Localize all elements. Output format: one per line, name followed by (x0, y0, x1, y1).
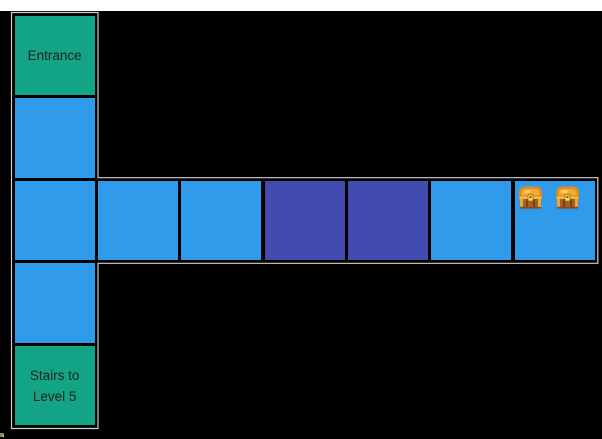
treasure-chest-icon (555, 186, 579, 209)
artifact-pixels (0, 433, 4, 437)
cell-indigo-room-1 (264, 180, 345, 261)
cell-hall-1 (97, 180, 179, 261)
stairs-label-line2: Level 5 (32, 388, 77, 404)
cell-passage-north (14, 98, 95, 178)
cell-stairs: Stairs to Level 5 (14, 345, 95, 426)
treasure-chest-group (515, 181, 581, 211)
cell-entrance: Entrance (14, 15, 95, 96)
top-white-strip (0, 0, 602, 11)
cell-hall-3 (431, 180, 512, 261)
stairs-label: Stairs to Level 5 (30, 365, 80, 407)
cell-hall-2 (181, 180, 262, 261)
entrance-label: Entrance (27, 47, 82, 63)
treasure-chest-icon (518, 186, 542, 209)
cell-junction (14, 180, 95, 261)
stairs-label-line1: Stairs to (29, 367, 80, 383)
cell-passage-south (14, 263, 95, 343)
cell-indigo-room-2 (347, 180, 429, 261)
cell-treasure-room (514, 180, 595, 261)
